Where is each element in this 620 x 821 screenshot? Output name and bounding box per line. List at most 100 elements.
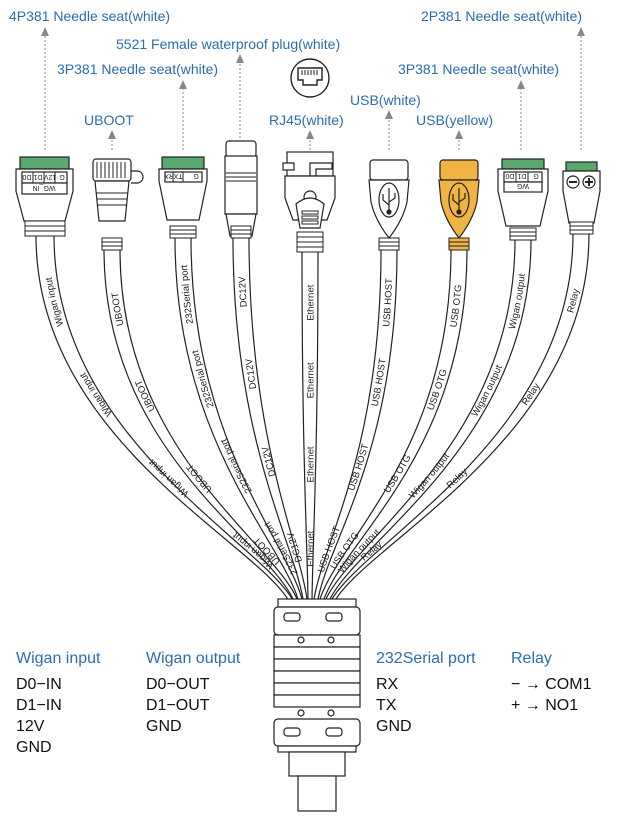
cable-label: USB OTG: [425, 368, 449, 412]
leader-arrows: [44, 30, 582, 150]
cable-edge: [319, 249, 452, 600]
cable-label: Relay: [565, 288, 582, 315]
connector-wiegand-in: [15, 156, 74, 237]
connector-serial: [158, 156, 208, 239]
arrowhead-dc12v: [236, 54, 244, 63]
usb-icon: [382, 188, 396, 212]
cable-edge: [301, 251, 309, 600]
pin-label-d0: D0: [22, 173, 31, 180]
legend-wiegand-output: Wigan output D0−OUT D1−OUT GND: [146, 650, 240, 737]
pin-label-tx: TX: [173, 172, 182, 179]
legend-title: 232Serial port: [376, 650, 476, 667]
cable-label: Wigan input: [147, 456, 192, 499]
connector-usb-otg: [438, 159, 480, 251]
connector-dc12v: [224, 140, 258, 239]
arrowhead-wiegand-out: [517, 80, 525, 89]
cable-edge: [329, 239, 532, 600]
label-usb-host: USB(white): [350, 92, 421, 108]
cable-edge: [325, 239, 516, 600]
label-rj45: RJ45(white): [269, 112, 344, 128]
label-uboot: UBOOT: [84, 112, 134, 128]
pin-label-d1: D1: [517, 172, 526, 179]
pin-label-12v: 12V: [43, 173, 56, 180]
cable-centerline: [45, 236, 290, 589]
cable-edge: [119, 249, 298, 600]
legend-row: GND: [16, 739, 52, 756]
pin-label-rx: RX: [164, 172, 174, 179]
cable-label: USB HOST: [346, 442, 371, 492]
legend-row: TX: [376, 697, 397, 714]
cable-edge: [53, 235, 293, 600]
cable-label: Ethernet: [306, 530, 317, 566]
label-wiegand-in: 4P381 Needle seat(white): [9, 8, 171, 24]
cable-label: Wigan input: [44, 276, 67, 327]
cable-edge: [190, 237, 303, 600]
legend-row: + → NO1: [511, 697, 579, 714]
main-harness-connector: [273, 598, 361, 812]
arrowhead-serial: [179, 80, 187, 89]
legend-wiegand-input: Wigan input D0−IN D1−IN 12V GND: [16, 650, 101, 758]
cable-edge: [174, 237, 299, 600]
cable-edge: [335, 233, 590, 600]
cable-edge: [103, 249, 294, 600]
legend-row: D0−IN: [16, 676, 62, 693]
cable-edge: [311, 251, 319, 600]
arrowhead-uboot: [108, 130, 116, 139]
terminal-block-green: [161, 156, 205, 170]
cable-edge: [317, 249, 398, 600]
connector-wiegand-out: [497, 158, 549, 241]
arrowhead-relay: [577, 27, 585, 36]
cable-label: 232Serial port: [219, 437, 255, 495]
legend-row: − → COM1: [511, 676, 592, 693]
cable-edge: [232, 237, 304, 600]
cable-edge: [35, 235, 289, 600]
cable-edge: [313, 249, 382, 600]
legend-title: Wigan input: [16, 650, 101, 667]
terminal-block-green: [19, 156, 70, 170]
cable-edge: [331, 233, 574, 600]
cables: [35, 233, 590, 600]
legend-row: GND: [376, 718, 412, 735]
terminal-block-green: [565, 161, 598, 172]
legend-relay: Relay − → COM1 + → NO1: [511, 650, 591, 716]
cable-label: DC12V: [237, 276, 250, 308]
legend-title: Wigan output: [146, 650, 241, 667]
legend-row: GND: [146, 718, 182, 735]
cable-label: DC12V: [260, 445, 279, 478]
cable-label: USB OTG: [382, 453, 414, 495]
pin-label-d0: D0: [505, 172, 514, 179]
legend-title: Relay: [511, 650, 552, 667]
cable-label: UBOOT: [110, 292, 126, 327]
cable-edge: [248, 237, 308, 600]
pin-label-g: G: [533, 172, 538, 179]
connector-relay: [562, 161, 601, 235]
pin-label-d1: D1: [33, 173, 42, 180]
terminal-block-green: [501, 158, 545, 170]
arrowhead-rj45: [306, 130, 314, 139]
label-usb-otg: USB(yellow): [416, 112, 494, 128]
label-wiegand-out: 3P381 Needle seat(white): [398, 61, 560, 77]
cable-label: Wigan output: [470, 363, 505, 418]
legend-row: 12V: [16, 718, 45, 735]
arrowhead-usb-host: [385, 110, 393, 119]
tag-wg: WG: [517, 182, 529, 189]
cable-label: USB HOST: [381, 278, 395, 327]
label-dc12v: 5521 Female waterproof plug(white): [116, 36, 341, 52]
tag-wg-in: WG_IN: [33, 184, 56, 191]
cable-label: Relay: [520, 381, 543, 408]
rj45-port-icon: [290, 58, 330, 98]
pin-label-g: G: [59, 173, 64, 180]
legend-row: RX: [376, 676, 399, 693]
connector-uboot: [92, 158, 144, 251]
connector-usb-host: [368, 159, 410, 251]
legend-row: D1−OUT: [146, 697, 210, 714]
cable-label: DC12V: [244, 357, 259, 390]
cable-label: Ethernet: [306, 284, 317, 320]
cable-label: Ethernet: [306, 362, 317, 398]
cable-label: Ethernet: [306, 446, 317, 482]
legend-serial-port: 232Serial port RX TX GND: [376, 650, 476, 737]
usb-icon: [452, 188, 466, 212]
arrowhead-usb-otg: [455, 130, 463, 139]
